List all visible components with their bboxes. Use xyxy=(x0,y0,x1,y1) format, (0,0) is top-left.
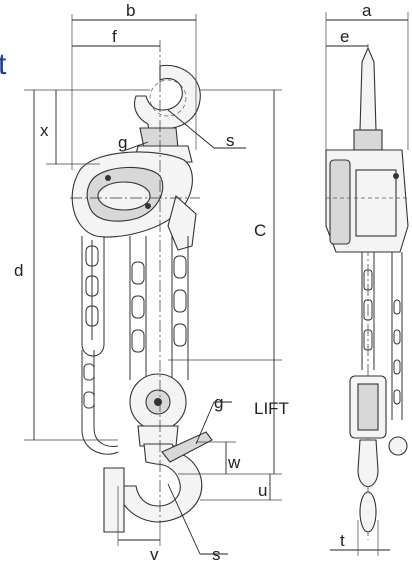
front-view xyxy=(70,40,213,533)
side-view xyxy=(325,44,409,540)
dim-u-label: u xyxy=(258,481,267,500)
dim-f-label: f xyxy=(112,27,117,46)
dim-x-label: x xyxy=(40,121,49,140)
side-bottom-hook xyxy=(357,439,379,488)
dim-t-label: t xyxy=(340,531,345,550)
side-bolt xyxy=(393,173,399,179)
bottom-hook xyxy=(117,443,203,523)
hand-chain-guide xyxy=(103,467,125,533)
dim-b-label: b xyxy=(126,1,135,20)
dim-g-bottom-label: g xyxy=(214,393,223,412)
side-plate xyxy=(167,194,197,251)
side-bottom-frame xyxy=(357,383,379,431)
cover-bolt xyxy=(105,175,111,181)
hand-chain-loop xyxy=(81,236,119,455)
dim-C-label: C xyxy=(254,221,266,240)
side-top-hook xyxy=(359,46,377,131)
dim-w-label: w xyxy=(227,453,241,472)
title-fragment: t xyxy=(0,48,7,81)
dim-v-label: v xyxy=(150,545,159,564)
side-hook-tip xyxy=(359,491,377,533)
cover-bolt xyxy=(145,203,151,209)
gear-cover-boss xyxy=(97,181,151,211)
top-hook-shank xyxy=(139,127,179,149)
side-suspension xyxy=(353,129,383,151)
dimensions: b f a e x d C LIFT w u xyxy=(14,1,409,564)
dim-lift-label: LIFT xyxy=(254,399,289,418)
dim-e-label: e xyxy=(340,27,349,46)
side-chain-end xyxy=(388,436,408,456)
side-wheel-cover xyxy=(329,159,351,245)
hook-latch xyxy=(161,431,213,463)
dim-s-bottom-label: s xyxy=(212,545,221,564)
top-hook xyxy=(133,64,201,141)
bottom-block-frame xyxy=(137,425,179,447)
load-chain-strands xyxy=(129,236,189,380)
dim-s-top-label: s xyxy=(226,131,235,150)
side-chains xyxy=(361,252,403,420)
bottom-block-pin xyxy=(154,398,162,406)
side-gearbox xyxy=(355,169,397,237)
dim-a-label: a xyxy=(362,1,372,20)
dim-d-label: d xyxy=(14,261,23,280)
dim-g-top-label: g xyxy=(118,133,127,152)
top-hook-eye xyxy=(149,79,187,117)
